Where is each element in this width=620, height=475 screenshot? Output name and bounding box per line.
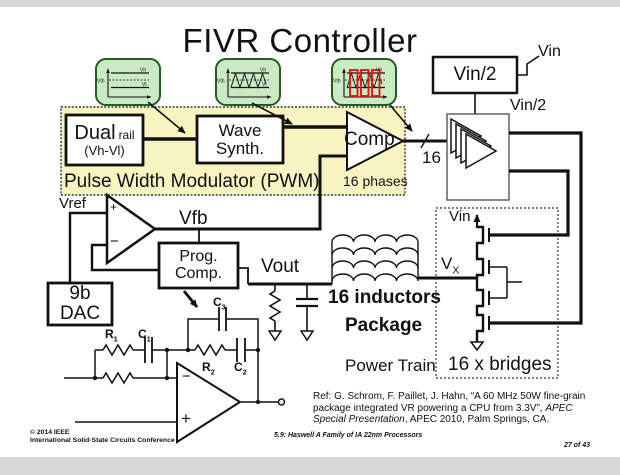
footer-session: 5.9: Haswell A Family of IA 22nm Process… [274,432,423,439]
inductors [331,234,419,284]
vfb-label: Vfb [179,208,208,229]
vref-label: Vref [59,195,86,212]
reference-citation: Ref: G. Schrom, F. Paillet, J. Hahn, “A … [313,391,586,426]
wave-synth-box [195,114,285,165]
opamp-plus: + [181,409,191,428]
wave1-vth-label: Vth [97,79,105,85]
c2-label: C2 [234,360,247,377]
capacitor-c2 [236,338,246,362]
r2-label: R2 [202,360,215,377]
input-resistor [102,371,134,385]
wave3-vh-label: Vh [376,68,382,74]
vx-label: VX [441,254,460,277]
bottom-margin [0,457,620,475]
error-amp-plus: + [110,200,118,214]
wave1-vh-label: Vh [140,68,146,74]
opamp-minus: − [182,368,191,385]
c1-label: C1 [138,327,151,344]
compensation-network [64,307,286,444]
footer-copyright: © 2014 IEEE International Solid-State Ci… [30,429,175,445]
r1-label: R1 [105,327,118,344]
driver-bank [446,113,510,201]
dual-rail-big: Dual [74,121,116,144]
prog-comp-box [157,241,240,290]
annotation-arrows [147,101,413,308]
error-amp-triangle [105,192,158,266]
prog-comp-label: Prog. Comp. [174,247,223,282]
waveform-thumb-pwm-pulses: Vth Vh [331,58,397,106]
output-filter [267,284,318,342]
wave2-vth-label: Vth [217,79,225,85]
dac-box [46,281,114,327]
red-pulse [360,69,370,97]
output-terminal [277,398,286,406]
load-resistor [268,290,282,322]
red-pulse [349,69,359,97]
arrow-wave-synth [251,102,293,125]
power-train-vin-label: Vin [449,208,471,225]
vin2-box [431,55,519,95]
wave3-vth-label: Vth [333,79,341,85]
power-train-label: Power Train [345,356,436,375]
red-pulse [371,69,381,97]
phases-label: 16 phases [343,173,408,189]
arrow-dual-rail [147,101,186,134]
bridge-stack [469,214,522,352]
wave2-vl-label: Vl [262,82,266,88]
dual-rail-box [64,113,145,167]
arrow-prog-comp [182,290,199,308]
pwm-title: Pulse Width Modulator (PWM) [64,171,320,192]
page-title: FIVR Controller [182,22,418,59]
error-amp-minus: − [110,233,119,250]
dual-rail-line2: (Vh-Vl) [84,142,125,158]
c3-label: C3 [213,295,226,312]
power-train-box [435,207,559,379]
opamp-triangle [176,361,242,444]
wires [68,55,540,286]
arrow-comp-out [389,104,413,132]
resistor-r2 [194,343,226,357]
top-margin [0,0,620,7]
bus-width-label: 16 [422,148,441,167]
wave1-vl-label: Vl [142,82,146,88]
dual-rail-small: rail [118,127,135,142]
footer-page-number: 27 of 43 [564,442,591,449]
comparator-label: Comp [344,129,395,150]
vin-label: Vin [538,43,561,60]
wave2-vh-label: Vh [260,68,266,74]
vin2-rail-label: Vin/2 [510,97,547,114]
inductors-label: 16 inductors [328,287,441,308]
package-label: Package [345,315,423,336]
wave-synth-label: Wave Synth. [215,120,265,158]
comparator-triangle [346,110,406,172]
vout-label: Vout [261,256,300,277]
waveform-thumb-dual-rail: Vth Vh Vl [95,58,161,106]
dac-label: 9b DAC [59,283,101,324]
ground-symbol [299,330,315,342]
vin2-box-label: Vin/2 [453,64,497,86]
resistor-r1 [102,343,134,357]
ground-symbol [469,341,485,352]
gate-drive-wires [489,131,583,325]
ground-symbol [267,330,283,342]
bridges-label: 16 x bridges [448,354,552,375]
waveform-thumb-triangle: Vth Vh Vl [215,58,281,106]
